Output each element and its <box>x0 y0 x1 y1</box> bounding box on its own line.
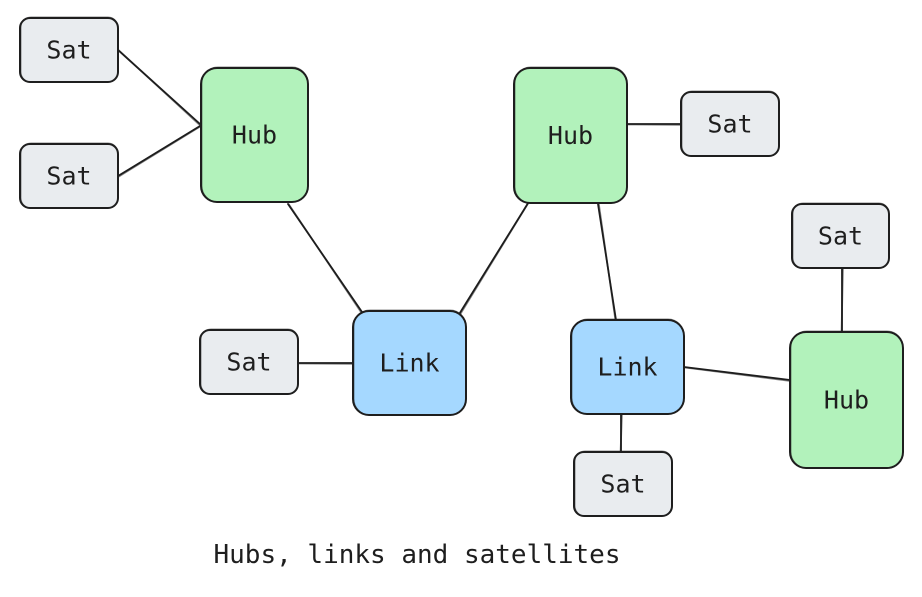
link-node-link2: Link <box>570 318 685 415</box>
sat-box-sketch <box>792 202 890 269</box>
sat-label: Sat <box>46 36 91 65</box>
edge-sat1-hub1-stroke2 <box>118 49 201 126</box>
sat-node-sat5: Sat <box>791 202 890 269</box>
edge-sat5-hub3-stroke2 <box>840 267 844 334</box>
sat-label: Sat <box>46 162 91 191</box>
sat-label: Sat <box>226 348 271 377</box>
sat-node-sat3: Sat <box>199 328 299 395</box>
edge-link2-hub3-stroke2 <box>684 366 791 382</box>
edge-sat2-hub1-stroke2 <box>118 126 201 178</box>
sat-label: Sat <box>600 470 645 499</box>
link-label: Link <box>597 353 657 382</box>
sat-box-sketch <box>574 450 673 517</box>
hub-label: Hub <box>548 121 593 150</box>
sat-node-sat6: Sat <box>573 450 673 517</box>
hub-label: Hub <box>824 386 869 415</box>
link-node-link1: Link <box>352 309 467 416</box>
hub-box-sketch <box>514 66 628 204</box>
edge-hub2-link2-stroke2 <box>598 203 617 322</box>
sat-node-sat1: Sat <box>19 16 119 83</box>
edges <box>117 49 844 454</box>
sat-label: Sat <box>818 222 863 251</box>
link-label: Link <box>379 349 439 378</box>
edge-link2-sat6-stroke2 <box>619 413 623 454</box>
sat-label: Sat <box>707 110 752 139</box>
link-box-sketch <box>571 318 685 415</box>
sat-box-sketch <box>20 16 119 83</box>
sat-node-sat2: Sat <box>19 142 119 209</box>
diagram-caption: Hubs, links and satellites <box>214 540 621 570</box>
sat-box-sketch <box>20 142 119 209</box>
hub-box-sketch <box>790 330 904 469</box>
hub-node-hub2: Hub <box>513 66 628 204</box>
sat-box-sketch <box>681 90 780 157</box>
sat-box-sketch <box>200 328 299 395</box>
hub-node-hub3: Hub <box>789 330 904 469</box>
link-box-sketch <box>353 309 467 416</box>
hub-box-sketch <box>201 66 309 203</box>
edge-link1-hub2-stroke2 <box>457 199 531 318</box>
sat-node-sat4: Sat <box>680 90 780 157</box>
edge-hub1-link1-stroke2 <box>287 203 363 314</box>
hub-label: Hub <box>232 121 277 150</box>
hub-node-hub1: Hub <box>200 66 309 203</box>
